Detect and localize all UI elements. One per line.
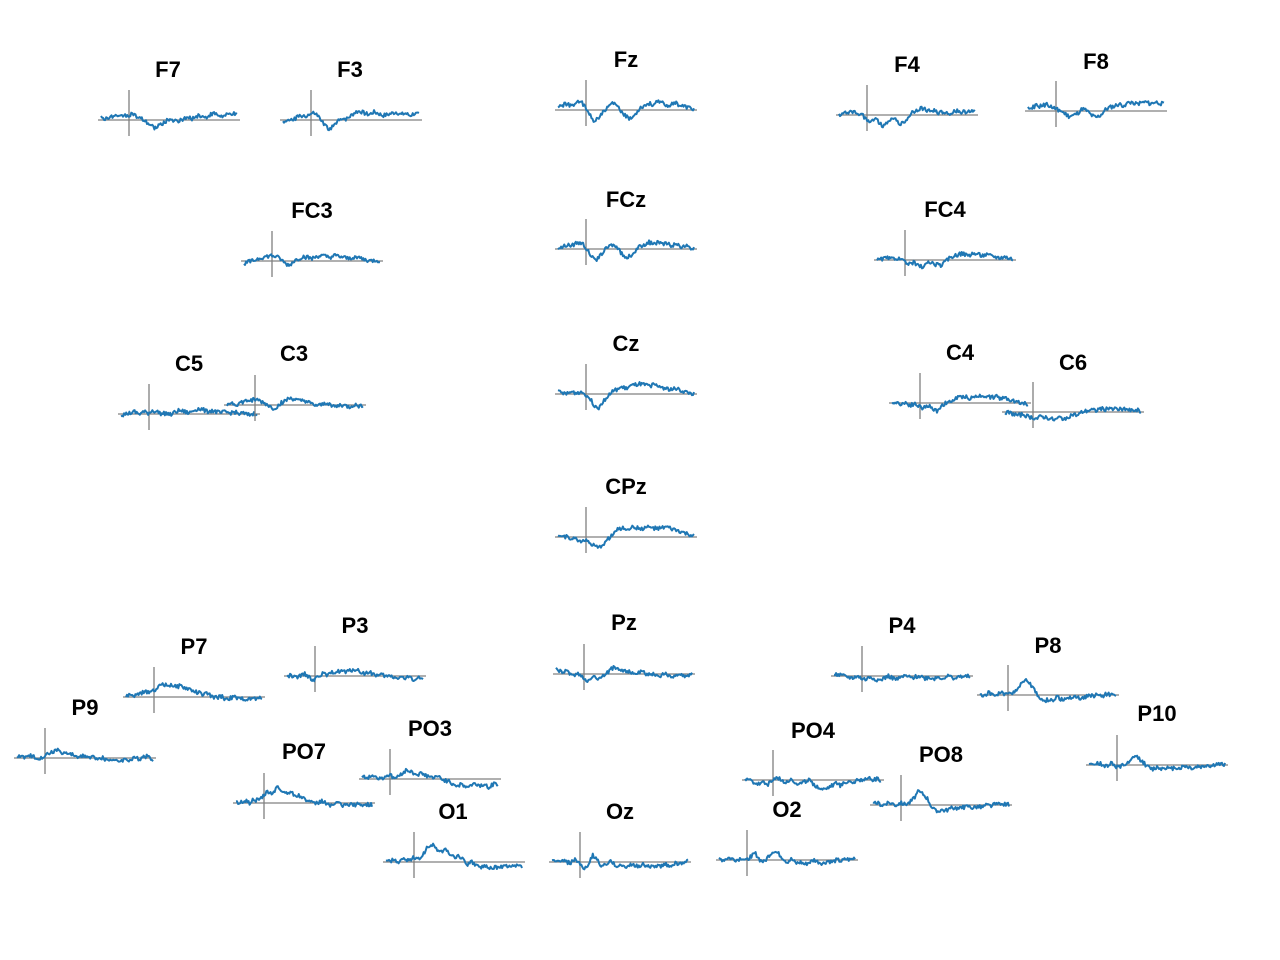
channel-panel-fc3: FC3 xyxy=(241,198,383,277)
channel-label-oz: Oz xyxy=(606,799,634,824)
erp-trace-c5 xyxy=(120,407,258,418)
channel-panel-po7: PO7 xyxy=(233,739,375,819)
erp-trace-fcz xyxy=(557,239,695,262)
channel-label-f8: F8 xyxy=(1083,49,1109,74)
channel-panel-f4: F4 xyxy=(836,52,978,131)
erp-trace-po7 xyxy=(235,785,373,808)
channel-panel-f7: F7 xyxy=(98,57,240,136)
channel-panel-fcz: FCz xyxy=(555,187,697,265)
channel-label-c5: C5 xyxy=(175,351,203,376)
channel-label-cz: Cz xyxy=(613,331,640,356)
channel-panel-fc4: FC4 xyxy=(874,197,1016,276)
erp-trace-c3 xyxy=(226,396,364,411)
erp-trace-o1 xyxy=(385,842,523,871)
channel-panel-f3: F3 xyxy=(280,57,422,136)
erp-trace-fc4 xyxy=(876,251,1014,270)
channel-panel-o1: O1 xyxy=(383,799,525,878)
channel-label-fc3: FC3 xyxy=(291,198,333,223)
channel-panel-c4: C4 xyxy=(889,340,1031,419)
channel-label-fc4: FC4 xyxy=(924,197,966,222)
channel-label-po3: PO3 xyxy=(408,716,452,741)
erp-trace-pz xyxy=(555,665,693,683)
channel-panel-p4: P4 xyxy=(831,613,973,692)
channel-panel-c5: C5 xyxy=(118,351,260,430)
erp-trace-c4 xyxy=(891,393,1029,414)
channel-panel-p10: P10 xyxy=(1086,701,1228,781)
channel-panel-po3: PO3 xyxy=(359,716,501,795)
channel-panel-p9: P9 xyxy=(14,695,156,774)
channel-label-p3: P3 xyxy=(342,613,369,638)
channel-label-p10: P10 xyxy=(1137,701,1176,726)
channel-label-o1: O1 xyxy=(438,799,467,824)
channel-panel-pz: Pz xyxy=(553,610,695,690)
channel-label-f3: F3 xyxy=(337,57,363,82)
erp-trace-cz xyxy=(557,381,695,411)
erp-trace-po8 xyxy=(872,789,1010,814)
channel-label-c6: C6 xyxy=(1059,350,1087,375)
channel-label-c3: C3 xyxy=(280,341,308,366)
channel-panel-p8: P8 xyxy=(977,633,1119,711)
erp-trace-f7 xyxy=(100,111,238,131)
erp-trace-f4 xyxy=(838,105,976,129)
channel-label-pz: Pz xyxy=(611,610,637,635)
channel-panel-c6: C6 xyxy=(1002,350,1144,428)
channel-panel-po8: PO8 xyxy=(870,742,1012,821)
channel-label-fcz: FCz xyxy=(606,187,646,212)
channel-label-p9: P9 xyxy=(72,695,99,720)
channel-panel-p3: P3 xyxy=(284,613,426,692)
channel-panel-cz: Cz xyxy=(555,331,697,411)
channel-label-p8: P8 xyxy=(1035,633,1062,658)
erp-trace-p8 xyxy=(979,678,1117,704)
erp-trace-o2 xyxy=(718,850,856,867)
channel-label-o2: O2 xyxy=(772,797,801,822)
channel-panel-f8: F8 xyxy=(1025,49,1167,127)
erp-trace-p9 xyxy=(16,747,154,763)
erp-trace-p4 xyxy=(834,672,971,683)
channel-panel-c3: C3 xyxy=(224,341,366,421)
channel-label-f4: F4 xyxy=(894,52,920,77)
erp-trace-p3 xyxy=(286,667,424,683)
channel-panel-cpz: CPz xyxy=(555,474,697,553)
channel-panel-po4: PO4 xyxy=(742,718,884,796)
channel-label-cpz: CPz xyxy=(605,474,647,499)
erp-trace-c6 xyxy=(1004,406,1142,422)
channel-label-p7: P7 xyxy=(181,634,208,659)
erp-trace-oz xyxy=(551,852,689,871)
erp-trace-po4 xyxy=(744,775,882,791)
channel-panel-fz: Fz xyxy=(555,47,697,126)
channel-panel-p7: P7 xyxy=(123,634,265,713)
channel-label-c4: C4 xyxy=(946,340,975,365)
channel-label-po4: PO4 xyxy=(791,718,836,743)
erp-trace-f3 xyxy=(282,109,420,132)
channel-label-po7: PO7 xyxy=(282,739,326,764)
channel-panel-oz: Oz xyxy=(549,799,691,878)
channel-label-fz: Fz xyxy=(614,47,638,72)
channel-panel-o2: O2 xyxy=(716,797,858,876)
channel-label-f7: F7 xyxy=(155,57,181,82)
channel-label-po8: PO8 xyxy=(919,742,963,767)
channel-label-p4: P4 xyxy=(889,613,917,638)
erp-trace-fc3 xyxy=(243,253,381,267)
erp-trace-cpz xyxy=(557,524,695,549)
erp-trace-p7 xyxy=(125,682,263,702)
erp-trace-p10 xyxy=(1088,754,1226,772)
erp-trace-po3 xyxy=(361,767,499,790)
erp-trace-fz xyxy=(557,99,695,123)
erp-trace-f8 xyxy=(1027,100,1165,120)
